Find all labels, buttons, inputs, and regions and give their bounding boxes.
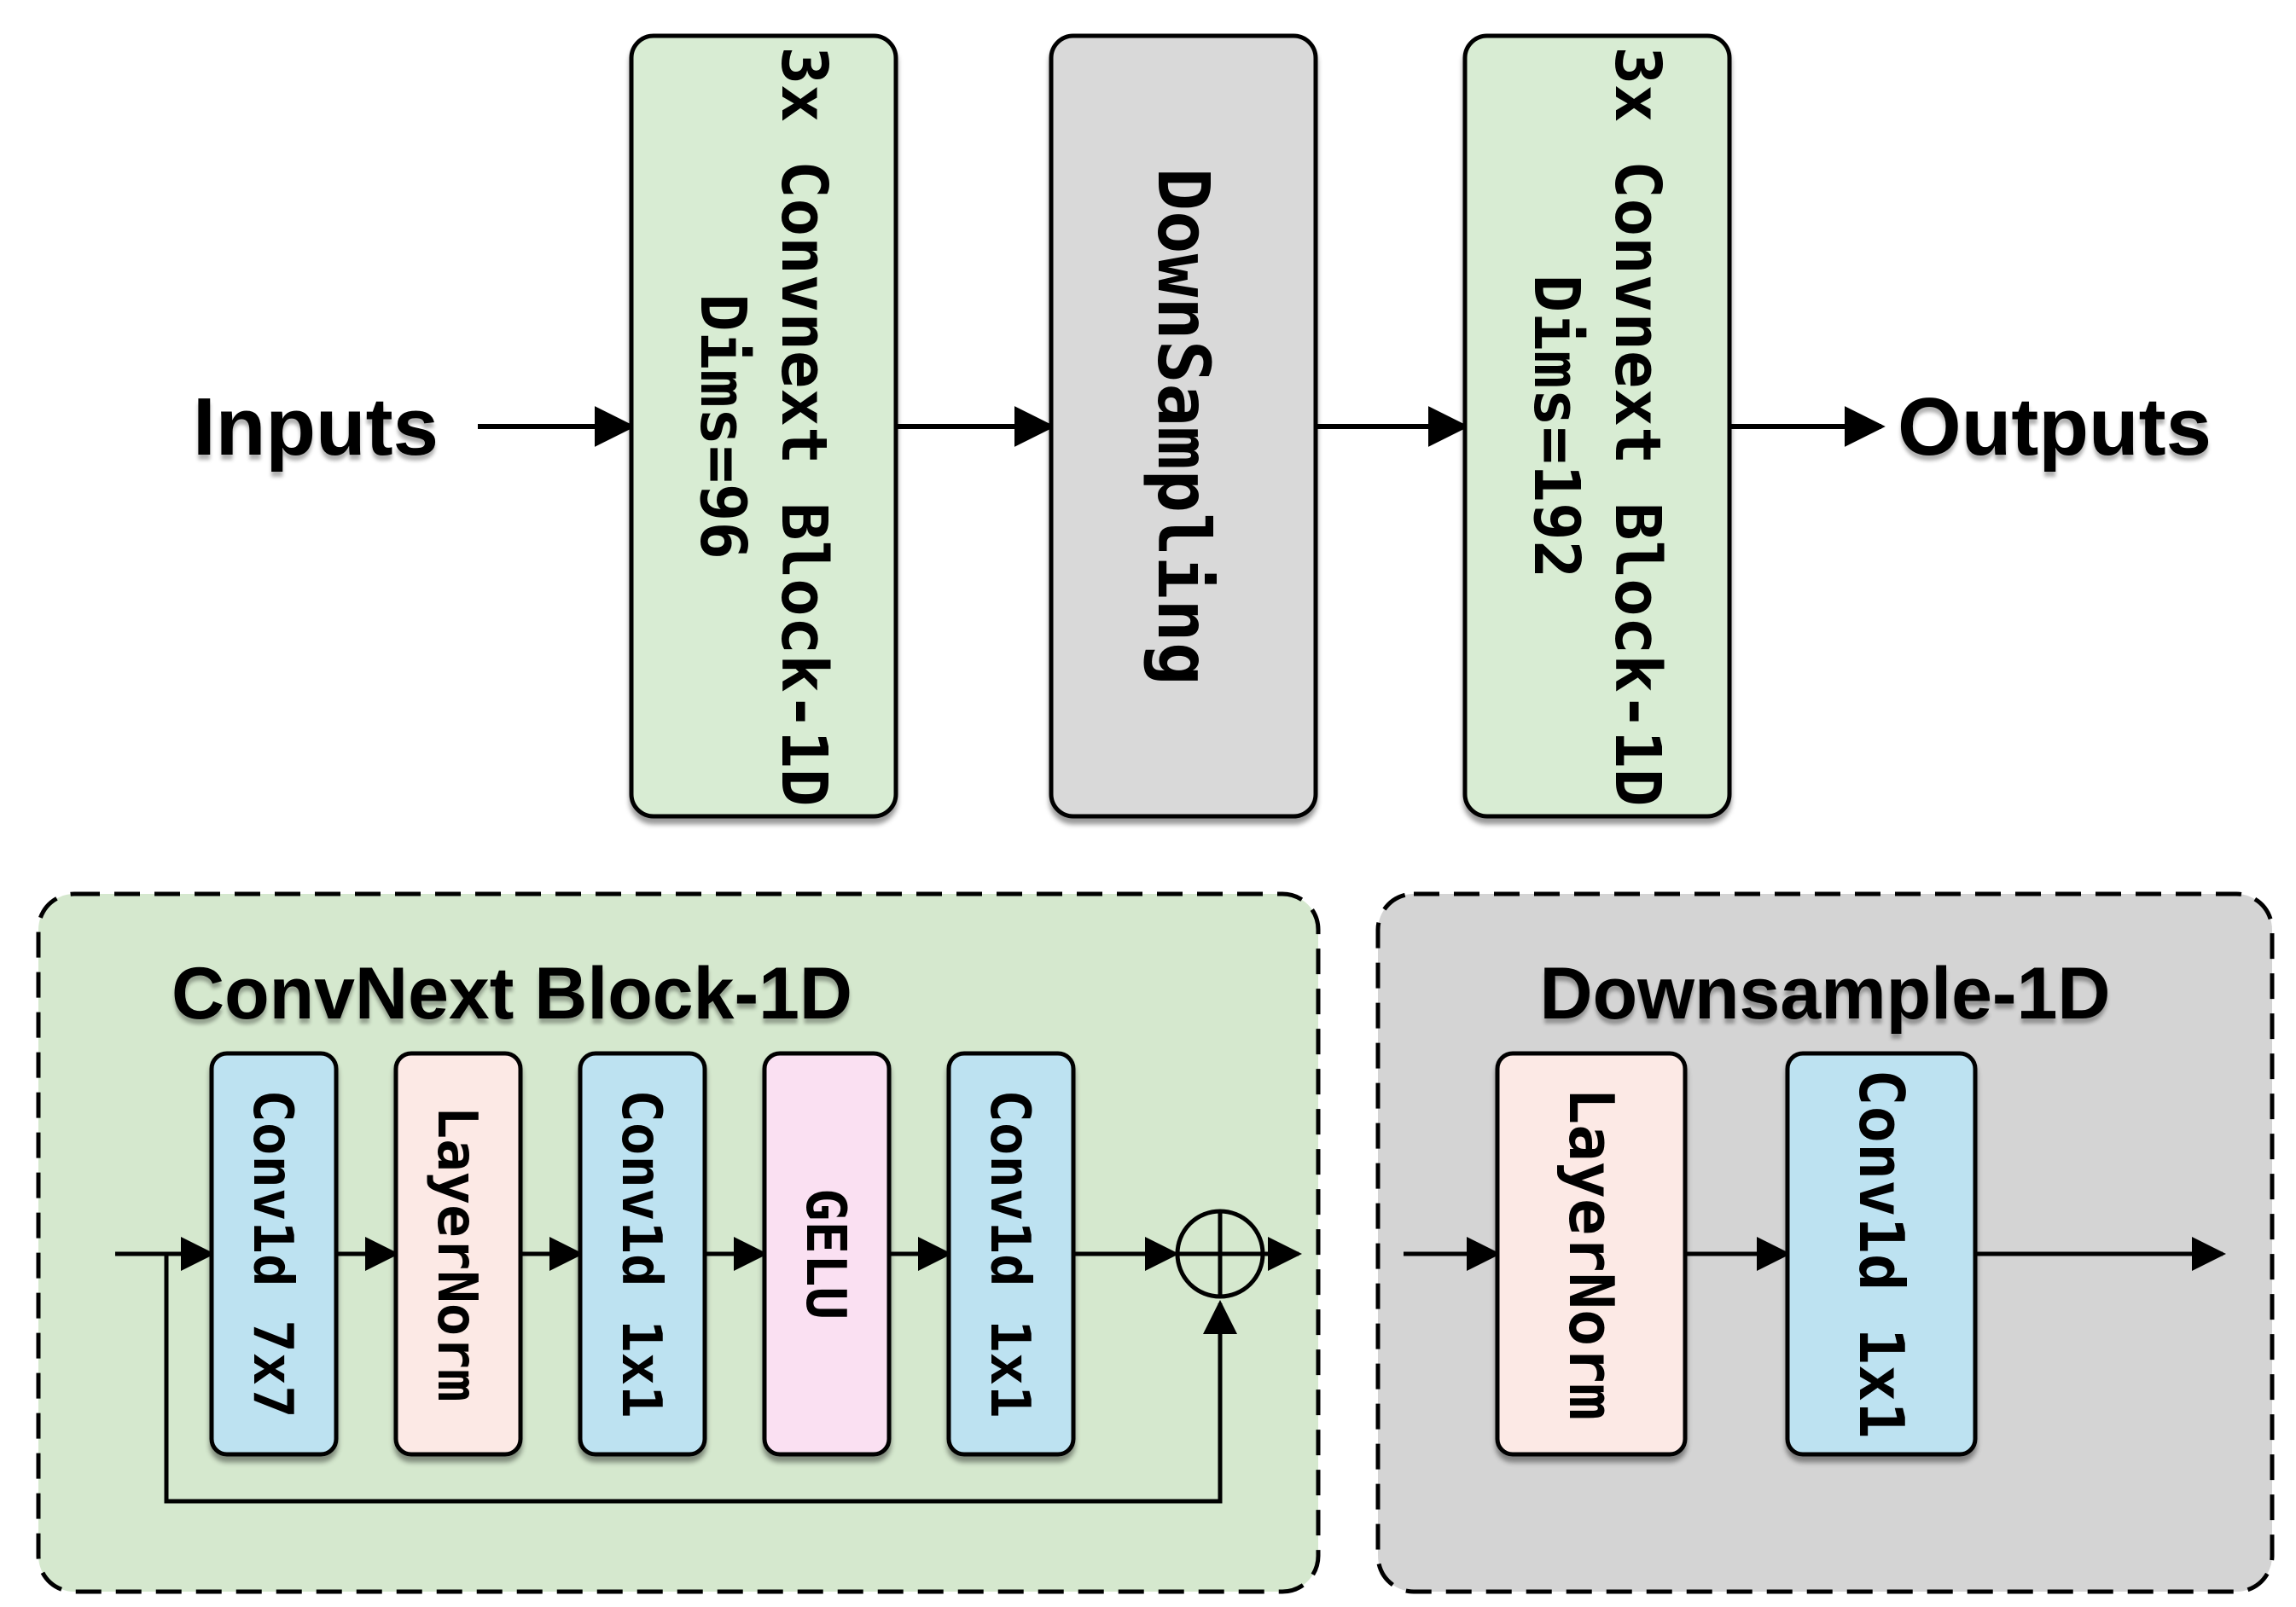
stage3-label-line1: 3x Convnext Block-1D — [1601, 46, 1674, 806]
layer-gelu-label: GELU — [793, 1188, 857, 1320]
stage1-label-line1: 3x Convnext Block-1D — [767, 46, 840, 806]
convnext-detail-title: ConvNext Block-1D — [171, 953, 852, 1035]
stage3-convnext-box — [1462, 33, 1732, 819]
stage1-convnext-box — [629, 33, 898, 819]
inputs-label: Inputs — [193, 381, 439, 473]
residual-add-icon — [1175, 1209, 1265, 1299]
stage3-label-line2: Dims=192 — [1520, 275, 1593, 578]
layer-conv1d-7x7-label: Conv1d 7x7 — [241, 1089, 304, 1418]
residual-skip-wire — [164, 1254, 1237, 1504]
outputs-label: Outputs — [1898, 381, 2212, 473]
layer-conv1d-1x1b-label: Conv1d 1x1 — [978, 1089, 1041, 1418]
layer-layernorm-label: LayerNorm — [425, 1106, 488, 1402]
stage2-label: DownSampling — [1142, 168, 1225, 686]
layer-conv1d-1x1a-label: Conv1d 1x1 — [609, 1089, 672, 1418]
stage1-label-line2: Dims=96 — [686, 293, 759, 560]
downsample-conv1d-1x1-label: Conv1d 1x1 — [1846, 1069, 1917, 1438]
downsample-layernorm-label: LayerNorm — [1555, 1088, 1627, 1420]
downsample-detail-title: Downsample-1D — [1539, 953, 2110, 1035]
